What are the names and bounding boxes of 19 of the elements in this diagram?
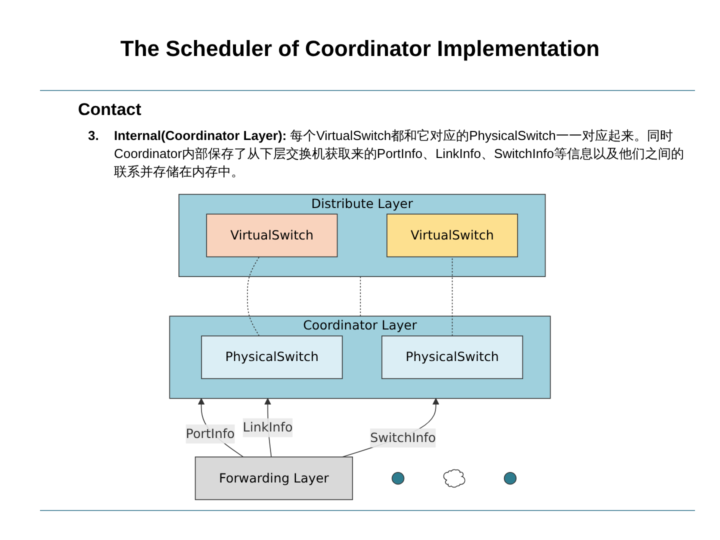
edge-label: LinkInfo	[242, 420, 293, 435]
node-circle	[392, 472, 404, 485]
node-circle	[504, 472, 517, 485]
node-box: PhysicalSwitch	[201, 336, 343, 380]
node-cloud	[443, 469, 466, 488]
connector	[452, 256, 453, 336]
arrow	[342, 398, 440, 458]
node-box: VirtualSwitch	[206, 214, 338, 258]
edge-label: SwitchInfo	[370, 430, 436, 446]
paragraph: Internal(Coordinator Layer): 每个VirtualSwitch都和它对应的PhysicalSwitch一一对应起来。同时Coordinator内部保存了从下层交换机获取来的PortInfo、LinkInfo、SwitchInfo等信息以及他们之间的联系并存储在内存中。	[114, 127, 684, 181]
connector	[360, 276, 361, 317]
node-box: Forwarding Layer	[194, 456, 353, 500]
list-number: 3.	[88, 128, 99, 143]
title: The Scheduler of Coordinator Implementation	[119, 36, 601, 63]
section-heading: Contact	[78, 100, 142, 120]
node-box: PhysicalSwitch	[381, 336, 524, 380]
edge-label: PortInfo	[186, 426, 235, 442]
node-box: VirtualSwitch	[386, 214, 518, 258]
connector	[247, 256, 260, 336]
